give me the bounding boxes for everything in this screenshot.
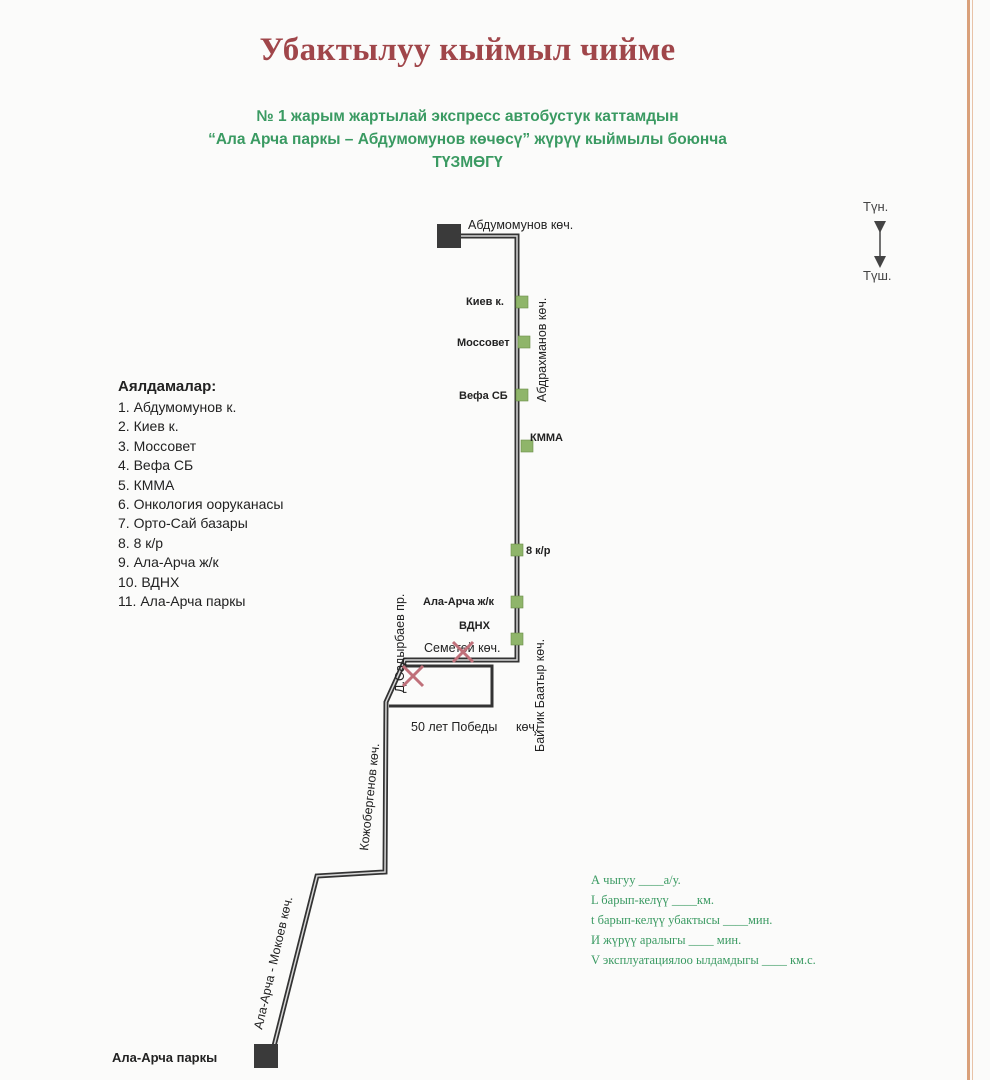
terminal-top-label: Абдумомунов көч.: [468, 218, 573, 232]
closure-mark-2: [401, 664, 425, 688]
street-baitik: Байтик Баатыр көч.: [533, 639, 547, 752]
legend-item: 8. 8 к/р: [118, 534, 164, 551]
legend-item: 1. Абдумомунов к.: [118, 399, 237, 415]
street-semetey: Семетей көч.: [424, 641, 501, 655]
page-edge-rule: [967, 0, 970, 1080]
stop-label-kiev: Киев к.: [466, 296, 504, 308]
street-sadyrbaev: Д.Садырбаев пр.: [393, 594, 407, 693]
subtitle-line-1: № 1 жарым жартылай экспресс автобустук к…: [256, 108, 679, 125]
stop-label-kmma: КММА: [530, 432, 563, 444]
legend-item: 2. Киев к.: [118, 418, 179, 435]
subtitle-line-3: ТҮЗМӨГҮ: [432, 154, 503, 171]
param-interval: И жүрүү аралыгы ____ мин.: [591, 933, 742, 947]
param-exit: А чыгуу ____а/у.: [591, 873, 681, 887]
stop-mossovet: [517, 335, 531, 349]
terminal-top: [437, 224, 461, 248]
stop-label-alaarcha-zk: Ала-Арча ж/к: [423, 596, 495, 608]
stop-8kr: [510, 543, 524, 557]
page-title: Убактылуу кыймыл чийме: [259, 32, 676, 68]
legend-item: 5. КММА: [118, 476, 175, 493]
stop-kiev: [515, 295, 529, 309]
param-length: L барып-келүү ____км.: [591, 893, 714, 907]
stop-label-mossovet: Моссовет: [457, 337, 510, 349]
compass-north: Түн.: [863, 199, 888, 214]
legend-item: 6. Онкология ооруканасы: [118, 496, 284, 513]
stop-label-8kr: 8 к/р: [526, 545, 551, 557]
stops-legend: Аялдамалар: 1. Абдумомунов к. 2. Киев к.…: [118, 378, 283, 611]
stop-alaarcha-zk: [510, 595, 524, 609]
compass-south: Түш.: [863, 268, 891, 283]
legend-item: 10. ВДНХ: [118, 573, 180, 590]
legend-item: 11. Ала-Арча паркы: [118, 593, 246, 610]
street-mokoev: Ала-Арча - Мокоев көч.: [251, 895, 295, 1031]
closure-mark-1: [451, 640, 475, 664]
legend-item: 7. Орто-Сай базары: [118, 515, 248, 532]
street-pobedy-suffix: көч.: [516, 720, 538, 734]
stop-vdnh: [510, 632, 524, 646]
street-abdrakhmanov: Абдрахманов көч.: [535, 298, 549, 402]
stop-kmma: [520, 439, 534, 453]
stop-vefa: [515, 388, 529, 402]
legend-item: 4. Вефа СБ: [118, 457, 194, 474]
compass: Түн. Түш.: [863, 199, 891, 283]
terminal-bottom: [254, 1044, 278, 1068]
route-parameters: А чыгуу ____а/у. L барып-келүү ____км. t…: [591, 870, 816, 970]
subtitle-line-2: “Ала Арча паркы – Абдумомунов көчөсү” жү…: [208, 131, 727, 148]
legend-title: Аялдамалар:: [118, 378, 217, 395]
page-edge-rule-thin: [972, 0, 973, 1080]
stop-markers: [510, 295, 534, 646]
street-pobedy: 50 лет Победы: [411, 720, 497, 734]
stop-label-vefa: Вефа СБ: [459, 390, 508, 402]
param-time: t барып-келүү убактысы ____мин.: [591, 913, 773, 927]
terminal-bottom-label: Ала-Арча паркы: [112, 1050, 217, 1065]
stop-label-vdnh: ВДНХ: [459, 620, 491, 632]
param-speed: V эксплуатациялоо ылдамдыгы ____ км.с.: [591, 953, 816, 967]
legend-item: 3. Моссовет: [118, 437, 197, 454]
street-kojobergenov: Кожобергенов көч.: [357, 742, 382, 851]
legend-item: 9. Ала-Арча ж/к: [118, 554, 219, 571]
legend-list: 1. Абдумомунов к. 2. Киев к. 3. Моссовет…: [118, 398, 283, 611]
